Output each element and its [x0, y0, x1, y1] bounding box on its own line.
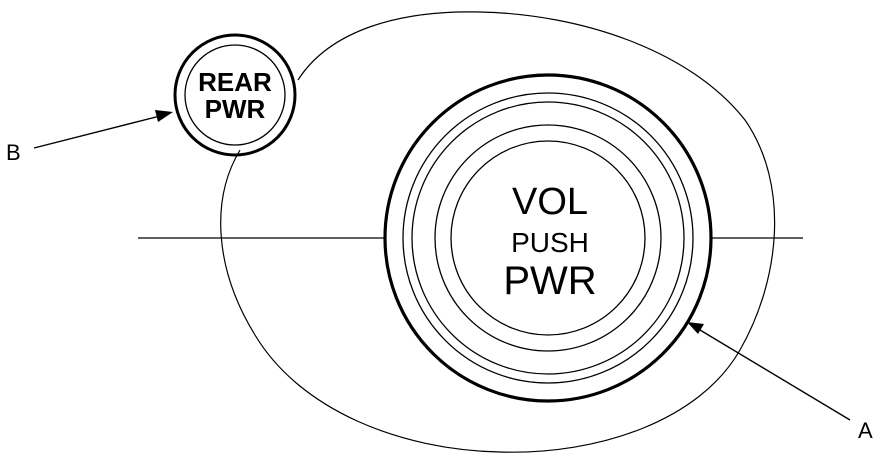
callout-a: A — [687, 322, 873, 443]
knob-label-pwr: PWR — [503, 259, 596, 303]
knob-ring-3 — [411, 101, 685, 375]
knob-ring-2 — [402, 92, 694, 384]
knob-inner-ring — [450, 140, 646, 336]
knob-label-vol: VOL — [512, 181, 588, 223]
callout-a-leader-line — [699, 329, 851, 421]
knob-outer-ring — [383, 73, 713, 403]
callout-a-label: A — [858, 418, 873, 443]
rear-button-label-rear: REAR — [198, 67, 272, 97]
rear-button-outer-ring — [173, 33, 297, 157]
knob-label-push: PUSH — [511, 227, 589, 258]
rear-button-inner-ring — [184, 44, 286, 146]
vol-push-pwr-knob[interactable]: VOL PUSH PWR — [383, 73, 713, 403]
rear-pwr-button[interactable]: REAR PWR — [173, 33, 297, 157]
callout-a-arrowhead-icon — [687, 322, 704, 334]
callout-b-arrowhead-icon — [155, 110, 173, 122]
callout-b: B — [6, 110, 173, 165]
callout-b-label: B — [6, 140, 21, 165]
bezel-outline — [220, 11, 776, 453]
callout-b-leader-line — [33, 115, 161, 149]
rear-button-label-pwr: PWR — [205, 94, 266, 124]
knob-ring-4 — [434, 124, 662, 352]
